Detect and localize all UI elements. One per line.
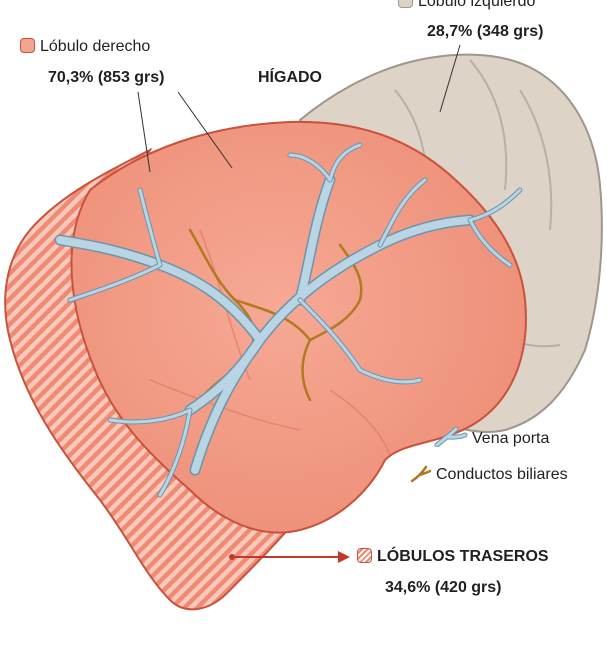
left-lobe-swatch	[398, 0, 413, 8]
right-lobe-value: 70,3% (853 grs)	[48, 68, 165, 87]
vein-icon	[434, 425, 468, 447]
back-lobes-value: 34,6% (420 grs)	[385, 578, 502, 597]
back-lobes-label: LÓBULOS TRASEROS	[357, 547, 549, 566]
legend-bile-ducts-label: Conductos biliares	[436, 466, 568, 483]
back-lobes-name: LÓBULOS TRASEROS	[377, 548, 549, 565]
legend-bile-ducts: Conductos biliares	[410, 465, 568, 484]
right-lobe-name: Lóbulo derecho	[40, 38, 150, 55]
right-lobe-swatch	[20, 38, 35, 53]
right-lobe-label: Lóbulo derecho	[20, 37, 150, 56]
left-lobe-value: 28,7% (348 grs)	[427, 22, 544, 41]
bile-duct-icon	[410, 465, 432, 483]
left-lobe-label: Lóbulo izquierdo	[398, 0, 535, 11]
legend-portal-vein-label: Vena porta	[472, 430, 549, 447]
left-lobe-name: Lóbulo izquierdo	[418, 0, 535, 10]
legend-portal-vein: Vena porta	[434, 425, 549, 448]
back-lobes-swatch	[357, 548, 372, 563]
diagram-title: HÍGADO	[258, 68, 322, 87]
